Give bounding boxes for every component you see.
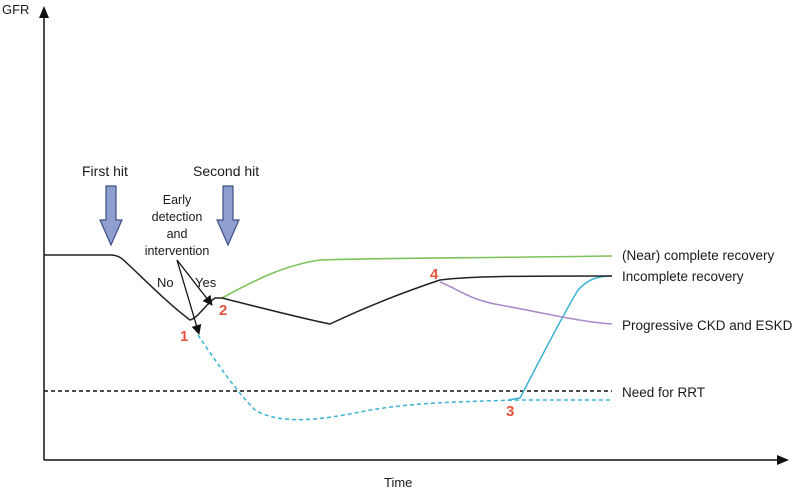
ckd-line — [439, 281, 613, 325]
outcome-incomplete-label: Incomplete recovery — [622, 269, 744, 284]
gfr-main-line — [44, 254, 613, 325]
early-label-line4: intervention — [145, 244, 210, 258]
early-label-line2: detection — [152, 210, 203, 224]
yes-arrow — [176, 259, 213, 306]
y-axis-label: GFR — [2, 2, 29, 17]
complete-recovery-line — [221, 255, 613, 299]
marker-4: 4 — [430, 266, 439, 283]
outcome-complete-label: (Near) complete recovery — [622, 248, 775, 263]
rrt-path-dashed — [197, 334, 612, 421]
outcome-rrt-label: Need for RRT — [622, 385, 705, 400]
marker-2: 2 — [219, 302, 227, 319]
marker-1: 1 — [180, 328, 188, 345]
x-axis-label: Time — [384, 475, 412, 490]
first-hit-arrow — [99, 185, 123, 247]
no-arrow — [176, 259, 202, 335]
marker-3: 3 — [506, 403, 514, 420]
second-hit-label: Second hit — [193, 163, 259, 179]
outcome-ckd-label: Progressive CKD and ESKD — [622, 318, 793, 333]
y-axis-arrowhead — [39, 6, 49, 18]
second-hit-arrow — [216, 185, 240, 247]
early-label-line1: Early — [163, 193, 192, 207]
rrt-recovery-line — [507, 275, 613, 401]
yes-label: Yes — [195, 275, 217, 290]
x-axis-arrowhead — [777, 455, 789, 465]
first-hit-label: First hit — [82, 163, 128, 179]
no-label: No — [157, 275, 174, 290]
early-label-line3: and — [167, 227, 188, 241]
